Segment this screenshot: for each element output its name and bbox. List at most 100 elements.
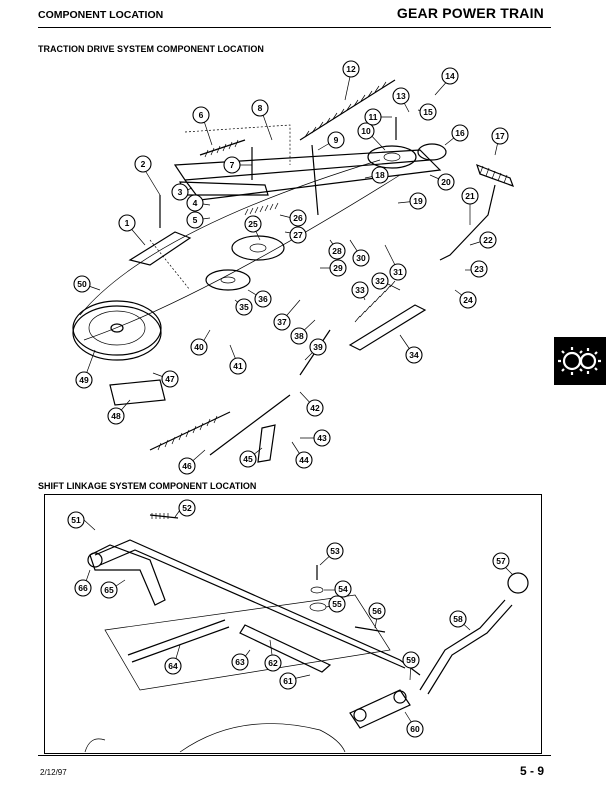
svg-text:6: 6 <box>199 110 204 120</box>
callout-11: 11 <box>364 108 382 126</box>
header-rule <box>38 27 551 28</box>
svg-text:63: 63 <box>235 657 245 667</box>
svg-text:7: 7 <box>230 160 235 170</box>
idler-pulley-36 <box>205 269 251 291</box>
svg-text:29: 29 <box>333 263 343 273</box>
svg-text:22: 22 <box>483 235 493 245</box>
bracket-62 <box>239 624 332 673</box>
gear-pair-icon <box>558 347 601 375</box>
traction-callouts: 1 2 3 4 5 6 7 8 9 10 11 12 13 14 15 16 1… <box>73 60 509 475</box>
footer-date: 2/12/97 <box>40 768 67 777</box>
callout-42: 42 <box>306 399 324 417</box>
callout-3: 3 <box>171 183 189 201</box>
callout-61: 61 <box>279 672 297 690</box>
svg-text:27: 27 <box>293 230 303 240</box>
svg-text:17: 17 <box>495 131 505 141</box>
spring-long-coils <box>304 81 387 138</box>
svg-text:43: 43 <box>317 433 327 443</box>
callout-48: 48 <box>107 407 125 425</box>
svg-text:9: 9 <box>334 135 339 145</box>
rod-bracket <box>348 304 427 351</box>
shift-hub <box>349 689 411 729</box>
frame-rail-side <box>184 159 442 201</box>
svg-text:53: 53 <box>330 546 340 556</box>
transaxle-housing <box>84 723 346 753</box>
svg-text:1: 1 <box>125 218 130 228</box>
spring-26-coils <box>244 202 279 216</box>
svg-text:66: 66 <box>78 583 88 593</box>
callout-45: 45 <box>239 450 257 468</box>
svg-text:11: 11 <box>369 112 378 122</box>
svg-text:38: 38 <box>294 331 304 341</box>
spring-46-coils <box>157 415 218 451</box>
traction-section-title: TRACTION DRIVE SYSTEM COMPONENT LOCATION <box>38 44 264 54</box>
callout-58: 58 <box>449 610 467 628</box>
callout-18: 18 <box>371 166 389 184</box>
callout-64: 64 <box>164 657 182 675</box>
svg-text:25: 25 <box>248 219 258 229</box>
plate-45 <box>257 424 276 463</box>
footer-rule <box>38 755 551 756</box>
callout-20: 20 <box>437 173 455 191</box>
svg-text:64: 64 <box>168 661 178 671</box>
callout-1: 1 <box>118 214 136 232</box>
svg-text:40: 40 <box>194 342 204 352</box>
callout-5: 5 <box>186 211 204 229</box>
svg-text:50: 50 <box>77 279 87 289</box>
callout-46: 46 <box>178 457 196 475</box>
shift-knob <box>507 572 529 594</box>
svg-text:48: 48 <box>111 411 121 421</box>
callout-14: 14 <box>441 67 459 85</box>
svg-text:30: 30 <box>356 253 366 263</box>
callout-40: 40 <box>190 338 208 356</box>
callout-8: 8 <box>251 99 269 117</box>
callout-19: 19 <box>409 192 427 210</box>
callout-31: 31 <box>389 263 407 281</box>
svg-text:55: 55 <box>332 599 342 609</box>
callout-57: 57 <box>492 552 510 570</box>
svg-text:16: 16 <box>455 128 465 138</box>
svg-text:59: 59 <box>406 655 416 665</box>
callout-37: 37 <box>273 313 291 331</box>
svg-text:31: 31 <box>393 267 403 277</box>
callout-4: 4 <box>186 194 204 212</box>
svg-text:33: 33 <box>355 285 365 295</box>
svg-text:34: 34 <box>409 350 419 360</box>
callout-33: 33 <box>351 281 369 299</box>
rod-64 <box>127 619 226 656</box>
transaxle-pulley <box>367 145 417 169</box>
shift-arm <box>89 544 166 606</box>
callout-27: 27 <box>289 226 307 244</box>
svg-text:21: 21 <box>465 191 475 201</box>
callout-41: 41 <box>229 357 247 375</box>
callout-13: 13 <box>392 87 410 105</box>
callout-9: 9 <box>327 131 345 149</box>
svg-text:47: 47 <box>165 374 175 384</box>
callout-51: 51 <box>67 511 85 529</box>
callout-26: 26 <box>289 209 307 227</box>
shift-lever <box>419 599 506 691</box>
svg-text:49: 49 <box>79 375 89 385</box>
callout-59: 59 <box>402 651 420 669</box>
svg-text:51: 51 <box>71 515 81 525</box>
svg-text:10: 10 <box>361 126 371 136</box>
callout-60: 60 <box>406 720 424 738</box>
svg-text:62: 62 <box>268 658 278 668</box>
callout-10: 10 <box>357 122 375 140</box>
callout-24: 24 <box>459 291 477 309</box>
svg-text:15: 15 <box>423 107 433 117</box>
callout-54: 54 <box>334 580 352 598</box>
callout-63: 63 <box>231 653 249 671</box>
header-section-label: COMPONENT LOCATION <box>38 9 164 21</box>
callout-28: 28 <box>328 242 346 260</box>
shift-leader-lines <box>83 509 514 729</box>
svg-text:8: 8 <box>258 103 263 113</box>
large-pulley <box>72 305 162 361</box>
callout-50: 50 <box>73 275 91 293</box>
belt-guide <box>109 379 166 406</box>
svg-text:12: 12 <box>346 64 356 74</box>
callout-25: 25 <box>244 215 262 233</box>
callout-66: 66 <box>74 579 92 597</box>
svg-text:32: 32 <box>375 276 385 286</box>
svg-text:41: 41 <box>233 361 243 371</box>
